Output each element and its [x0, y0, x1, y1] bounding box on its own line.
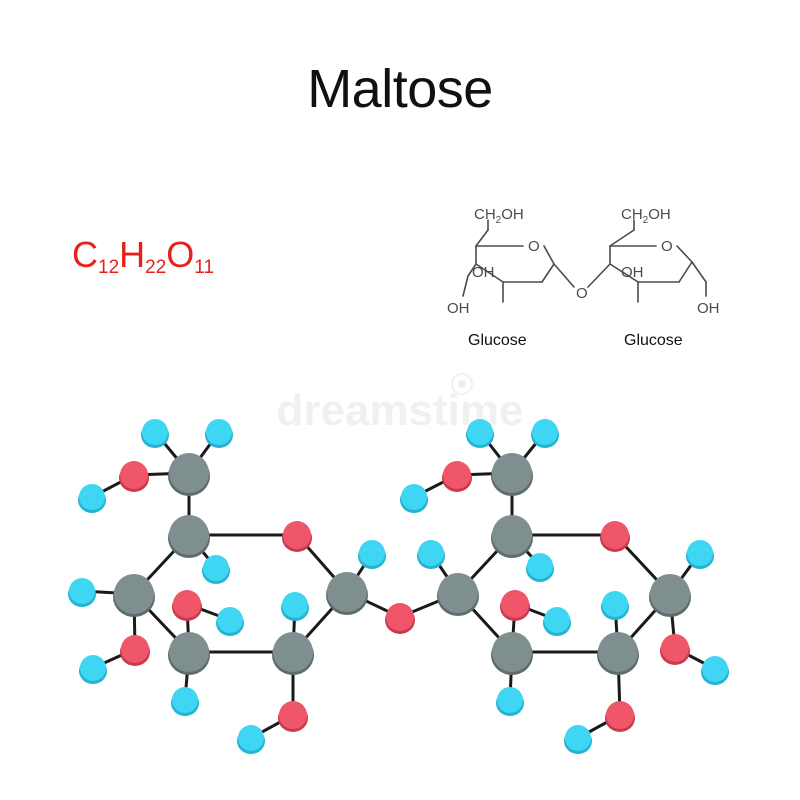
hydrogen-atom [216, 607, 244, 636]
hydrogen-atom [68, 578, 96, 607]
hydrogen-atom [543, 607, 571, 636]
oxygen-atom [660, 634, 690, 665]
carbon-atom [491, 453, 533, 496]
ring-oxygen-atom [600, 521, 630, 552]
oh-right-end-label: OH [697, 300, 720, 317]
ring-oxygen-atom [282, 521, 312, 552]
oxygen-atom [119, 461, 149, 492]
oh-right-ring-label: OH [621, 264, 644, 281]
carbon-atom [597, 632, 639, 675]
formula-carbon-count: 12 [98, 257, 120, 278]
carbon-atom [491, 515, 533, 558]
hydrogen-atom [701, 656, 729, 685]
carbon-atom [491, 632, 533, 675]
hydrogen-atom [358, 540, 386, 569]
carbon-atom [326, 572, 368, 615]
hydrogen-atom [202, 555, 230, 584]
oxygen-atom [172, 590, 202, 621]
hydrogen-atom [205, 419, 233, 448]
hydrogen-atom [601, 591, 629, 620]
page-title: Maltose [307, 59, 493, 119]
hydrogen-atom [171, 687, 199, 716]
carbon-atom [649, 574, 691, 617]
carbon-atom [168, 632, 210, 675]
atoms [68, 419, 729, 754]
oxygen-atom [442, 461, 472, 492]
formula-hydrogen-count: 22 [145, 257, 167, 278]
formula-oxygen-count: 11 [194, 257, 215, 278]
carbon-atom [168, 453, 210, 496]
oxygen-atom [120, 635, 150, 666]
carbon-atom [437, 573, 479, 616]
ring-oxygen-right-label: O [661, 238, 673, 255]
oh-left-ring-label: OH [472, 264, 495, 281]
oxygen-atom [278, 701, 308, 732]
formula-carbon: C [72, 234, 98, 275]
hydrogen-atom [686, 540, 714, 569]
hydrogen-atom [78, 484, 106, 513]
carbon-atom [113, 574, 155, 617]
hydrogen-atom [141, 419, 169, 448]
hydrogen-atom [466, 419, 494, 448]
bridge-oxygen-label: O [576, 285, 588, 302]
hydrogen-atom [400, 484, 428, 513]
glucose-label-left: Glucose [468, 332, 527, 349]
hydrogen-atom [496, 687, 524, 716]
formula-oxygen: O [166, 234, 195, 275]
ring-oxygen-left-label: O [528, 238, 540, 255]
oh-left-bottom-label: OH [447, 300, 470, 317]
carbon-atom [272, 632, 314, 675]
hydrogen-atom [564, 725, 592, 754]
oxygen-atom [605, 701, 635, 732]
ch2oh-left-label: CH2OH [474, 206, 524, 226]
glucose-label-right: Glucose [624, 332, 683, 349]
carbon-atom [168, 515, 210, 558]
hydrogen-atom [79, 655, 107, 684]
hydrogen-atom [417, 540, 445, 569]
hydrogen-atom [281, 592, 309, 621]
hydrogen-atom [237, 725, 265, 754]
ch2oh-right-label: CH2OH [621, 206, 671, 226]
formula-hydrogen: H [119, 234, 146, 275]
oxygen-atom [500, 590, 530, 621]
molecular-formula: C12H22O11 [72, 234, 214, 279]
hydrogen-atom [531, 419, 559, 448]
bridge-oxygen-atom [385, 603, 415, 634]
